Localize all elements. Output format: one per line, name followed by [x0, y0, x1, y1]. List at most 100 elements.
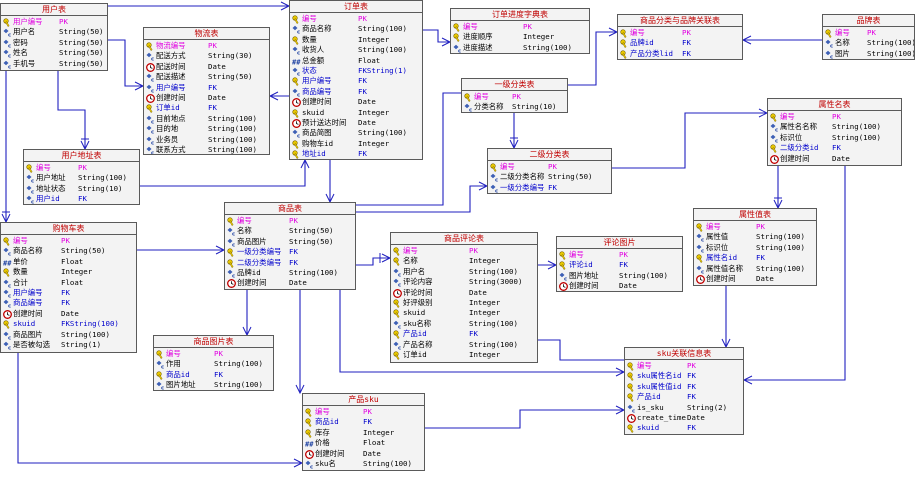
field-row[interactable]: 二级分类idFK	[768, 143, 901, 154]
field-row[interactable]: 编号PK	[303, 407, 424, 417]
field-row[interactable]: 创建时间Date	[290, 97, 422, 108]
field-row[interactable]: cis_skuString(2)	[625, 403, 743, 413]
field-row[interactable]: skuidFK	[625, 423, 743, 434]
table-cat1[interactable]: 一级分类表编号PKc分类名称String(10)	[461, 78, 568, 113]
field-row[interactable]: 配送时间Date	[144, 62, 269, 72]
field-row[interactable]: 编号PK	[1, 236, 136, 246]
field-row[interactable]: 库存Integer	[303, 428, 424, 438]
field-row[interactable]: c状态FKString(1)	[290, 66, 422, 76]
table-skuinfo[interactable]: sku关联信息表编号PKsku属性名idFKsku属性值idFK产品idFKci…	[624, 347, 744, 435]
field-row[interactable]: 编号PK	[823, 28, 914, 38]
field-row[interactable]: c属性值String(100)	[694, 232, 816, 242]
table-progress[interactable]: 订单进度字典表编号PK进度顺序Integerc进度描述String(100)	[450, 8, 590, 54]
table-productsku[interactable]: 产品sku编号PK商品idFK库存Integer##价格Float创建时间Dat…	[302, 393, 425, 471]
field-row[interactable]: 订单idInteger	[391, 350, 537, 360]
field-row[interactable]: c用户idFK	[24, 194, 139, 204]
field-row[interactable]: 编号PK	[488, 162, 611, 172]
field-row[interactable]: 创建时间Date	[1, 309, 136, 319]
field-row[interactable]: 创建时间Date	[144, 93, 269, 103]
field-row[interactable]: c属性值名称String(100)	[694, 264, 816, 274]
table-user[interactable]: 用户表用户编号PKc用户名String(50)c密码String(50)c姓名S…	[0, 3, 108, 71]
field-row[interactable]: 用户编号PK	[1, 17, 107, 27]
field-row[interactable]: c地址状态String(10)	[24, 184, 139, 194]
field-row[interactable]: c密码String(50)	[1, 38, 107, 48]
field-row[interactable]: 编号PK	[391, 246, 537, 256]
field-row[interactable]: c图片地址String(100)	[557, 271, 682, 281]
field-row[interactable]: c商品图片String(100)	[1, 330, 136, 340]
field-row[interactable]: 创建时间Date	[225, 278, 355, 289]
field-row[interactable]: c商品简图String(100)	[290, 128, 422, 138]
field-row[interactable]: skuidInteger	[290, 108, 422, 118]
field-row[interactable]: 进度顺序Integer	[451, 32, 589, 43]
field-row[interactable]: c二级分类名称String(50)	[488, 172, 611, 182]
field-row[interactable]: 二级分类编号FK	[225, 258, 355, 268]
field-row[interactable]: 购物车idInteger	[290, 139, 422, 149]
field-row[interactable]: c商品名称String(50)	[1, 246, 136, 256]
field-row[interactable]: 地址idFK	[290, 149, 422, 159]
field-row[interactable]: c名称String(100)	[823, 38, 914, 48]
table-reviewimg[interactable]: 评论图片编号PK评论idFKc图片地址String(100)创建时间Date	[556, 236, 683, 292]
field-row[interactable]: 预计送达时间Date	[290, 118, 422, 128]
field-row[interactable]: c标识位String(100)	[768, 133, 901, 143]
field-row[interactable]: 编号PK	[694, 222, 816, 232]
field-row[interactable]: ##价格Float	[303, 438, 424, 448]
field-row[interactable]: c姓名String(50)	[1, 48, 107, 58]
field-row[interactable]: csku名称String(100)	[391, 319, 537, 329]
field-row[interactable]: 评论时间Date	[391, 288, 537, 298]
field-row[interactable]: c分类名称String(10)	[462, 102, 567, 112]
field-row[interactable]: 物流编号PK	[144, 41, 269, 51]
field-row[interactable]: c图片地址String(100)	[154, 380, 273, 390]
field-row[interactable]: 产品分类lidFK	[618, 49, 742, 59]
field-row[interactable]: 编号PK	[24, 163, 139, 173]
field-row[interactable]: create_timeDate	[625, 413, 743, 423]
field-row[interactable]: 编号PK	[225, 216, 355, 226]
field-row[interactable]: ##单价Float	[1, 257, 136, 267]
field-row[interactable]: 品牌idFK	[618, 38, 742, 49]
field-row[interactable]: c手机号String(50)	[1, 59, 107, 69]
table-attrval[interactable]: 属性值表编号PKc属性值String(100)c标识位String(100)属性…	[693, 208, 817, 286]
field-row[interactable]: c用户编号FK	[1, 288, 136, 298]
field-row[interactable]: c标识位String(100)	[694, 243, 816, 253]
field-row[interactable]: c评论内容String(3000)	[391, 277, 537, 287]
field-row[interactable]: 编号PK	[618, 28, 742, 38]
table-logistics[interactable]: 物流表物流编号PKc配送方式String(30)配送时间Datec配送描述Str…	[143, 27, 270, 155]
field-row[interactable]: 订单idFK	[144, 103, 269, 114]
field-row[interactable]: ##总金额Float	[290, 56, 422, 66]
field-row[interactable]: c一级分类编号FK	[488, 183, 611, 193]
field-row[interactable]: 一级分类编号FK	[225, 247, 355, 258]
field-row[interactable]: c商品图片String(50)	[225, 237, 355, 247]
field-row[interactable]: c用户地址String(100)	[24, 173, 139, 183]
field-row[interactable]: csku名String(100)	[303, 459, 424, 469]
field-row[interactable]: c收货人String(100)	[290, 45, 422, 55]
field-row[interactable]: 名称Integer	[391, 256, 537, 267]
field-row[interactable]: 编号PK	[557, 250, 682, 260]
field-row[interactable]: c进度描述String(100)	[451, 43, 589, 53]
field-row[interactable]: c商品编号FK	[1, 298, 136, 308]
field-row[interactable]: 编号PK	[451, 22, 589, 32]
table-goodsimg[interactable]: 商品图片表编号PKc作用String(100)商品idFKc图片地址String…	[153, 335, 274, 391]
field-row[interactable]: c名称String(50)	[225, 226, 355, 236]
field-row[interactable]: skuidFKString(100)	[1, 319, 136, 329]
field-row[interactable]: 编号PK	[154, 349, 273, 359]
field-row[interactable]: skuidInteger	[391, 308, 537, 319]
field-row[interactable]: c产品名称String(100)	[391, 340, 537, 350]
field-row[interactable]: c是否被勾选String(1)	[1, 340, 136, 350]
table-review[interactable]: 商品评论表编号PK名称Integerc用户名String(100)c评论内容St…	[390, 232, 538, 363]
field-row[interactable]: sku属性值idFK	[625, 382, 743, 392]
field-row[interactable]: c配送描述String(50)	[144, 72, 269, 82]
field-row[interactable]: 评论idFK	[557, 260, 682, 271]
table-cat2[interactable]: 二级分类表编号PKc二级分类名称String(50)c一级分类编号FK	[487, 148, 612, 194]
field-row[interactable]: c联系方式String(100)	[144, 145, 269, 154]
field-row[interactable]: c属性名名称String(100)	[768, 122, 901, 132]
field-row[interactable]: 编号PK	[625, 361, 743, 371]
field-row[interactable]: sku属性名idFK	[625, 371, 743, 382]
field-row[interactable]: c合计Float	[1, 278, 136, 288]
field-row[interactable]: c用户名String(100)	[391, 267, 537, 277]
field-row[interactable]: c目的地String(100)	[144, 124, 269, 134]
field-row[interactable]: 商品idFK	[154, 370, 273, 380]
field-row[interactable]: 创建时间Date	[303, 449, 424, 459]
field-row[interactable]: c用户编号FK	[144, 83, 269, 93]
table-address[interactable]: 用户地址表编号PKc用户地址String(100)c地址状态String(10)…	[23, 149, 140, 205]
field-row[interactable]: 用户编号FK	[290, 76, 422, 87]
field-row[interactable]: c目前地点String(100)	[144, 114, 269, 124]
